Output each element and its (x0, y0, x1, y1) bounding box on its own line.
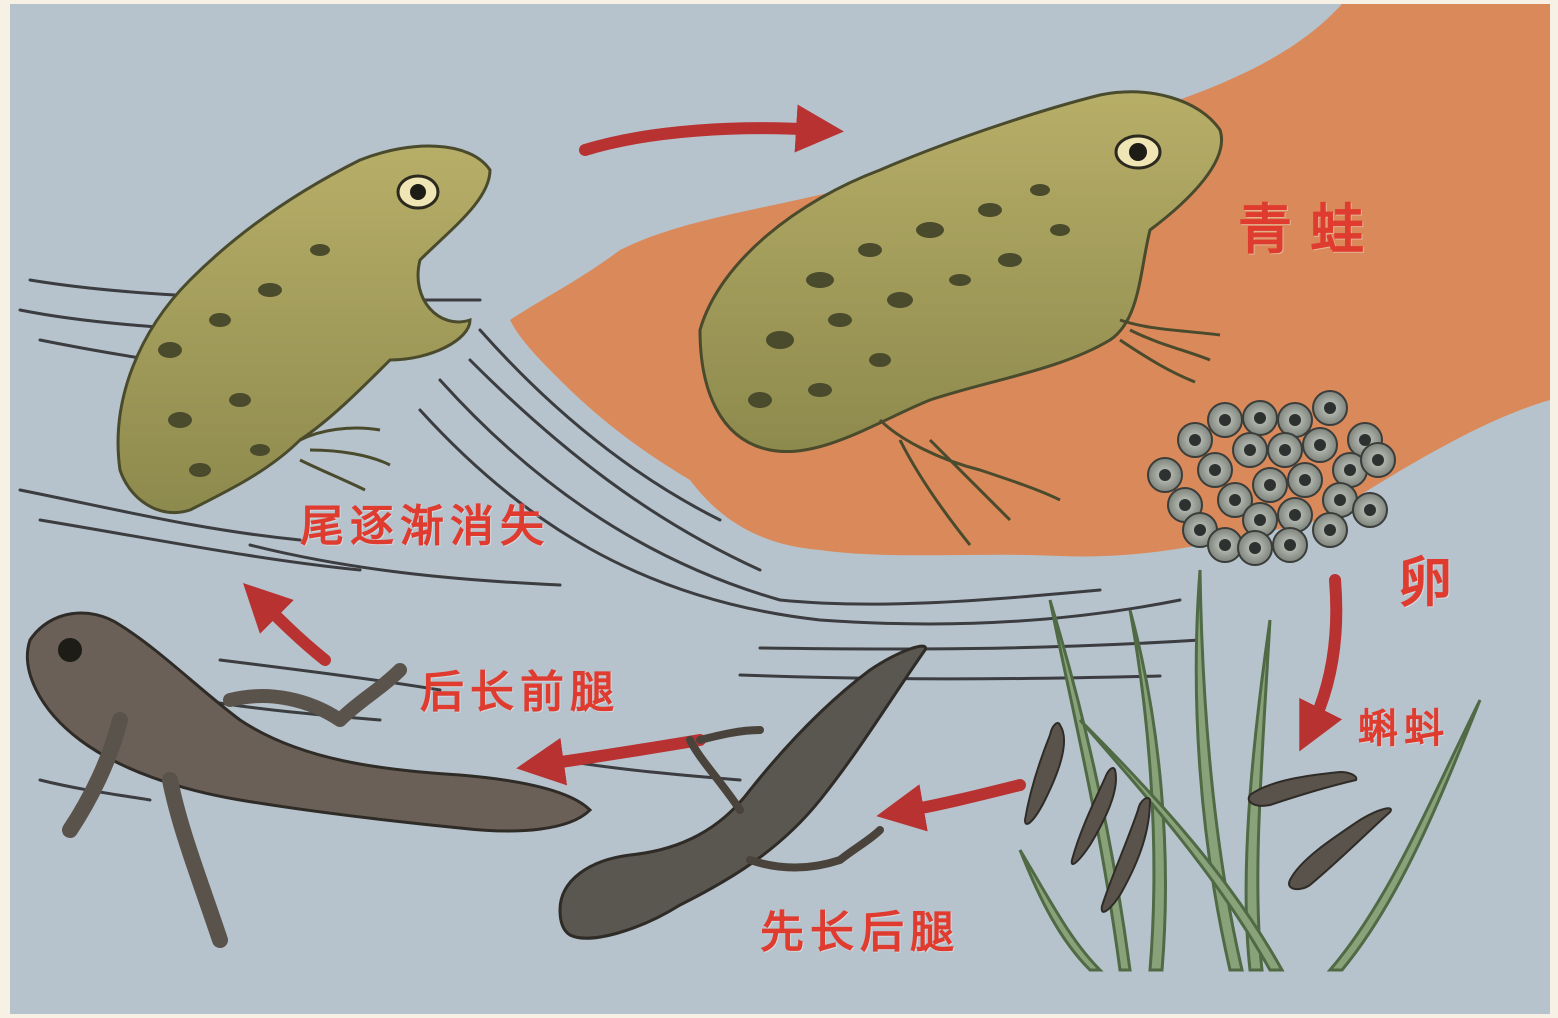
egg-core (1284, 539, 1296, 551)
egg-core (1289, 414, 1301, 426)
egg-core (1249, 542, 1261, 554)
egg-core (1289, 509, 1301, 521)
stage-label-tadpole: 蝌蚪 (1358, 696, 1450, 754)
egg-core (1159, 469, 1171, 481)
stage-label-frog: 青蛙 (1238, 185, 1382, 264)
egg-core (1254, 412, 1266, 424)
egg-core (1194, 524, 1206, 536)
egg-core (1279, 444, 1291, 456)
egg-core (1364, 504, 1376, 516)
egg-core (1189, 434, 1201, 446)
egg-core (1264, 479, 1276, 491)
egg-core (1344, 464, 1356, 476)
stage-label-tail-fades: 尾逐渐消失 (300, 490, 550, 554)
egg-core (1219, 539, 1231, 551)
egg-core (1324, 402, 1336, 414)
egg-core (1372, 454, 1384, 466)
egg-core (1299, 474, 1311, 486)
egg-core (1324, 524, 1336, 536)
egg-core (1359, 434, 1371, 446)
egg-core (1179, 499, 1191, 511)
egg-core (1254, 514, 1266, 526)
egg-core (1244, 444, 1256, 456)
stage-label-egg: 卵 (1398, 538, 1458, 617)
egg-core (1219, 414, 1231, 426)
egg-core (1229, 494, 1241, 506)
egg-core (1334, 494, 1346, 506)
egg-core (1314, 439, 1326, 451)
stage-label-hind-legs: 先长后腿 (760, 896, 960, 960)
stage-label-front-legs: 后长前腿 (420, 656, 620, 720)
egg-core (1209, 464, 1221, 476)
